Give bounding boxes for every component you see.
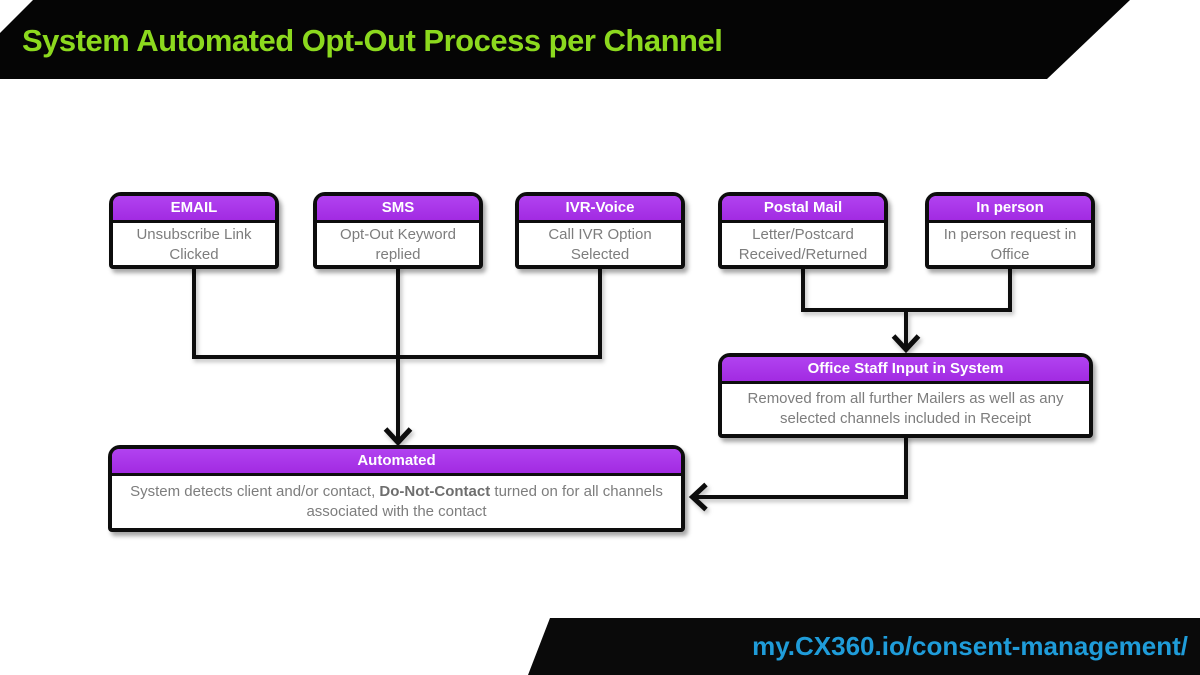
automated-body-prefix: System detects client and/or contact,	[130, 483, 380, 500]
channel-box-email-body: Unsubscribe Link Clicked	[136, 226, 252, 263]
automated-box-body: System detects client and/or contact, Do…	[112, 476, 681, 528]
footer-banner: my.CX360.io/consent-management/	[528, 618, 1200, 675]
channel-box-postal-mail: Postal Mail Letter/Postcard Received/Ret…	[718, 192, 888, 269]
channel-box-email: EMAIL Unsubscribe Link Clicked	[109, 192, 279, 269]
header-banner: System Automated Opt-Out Process per Cha…	[0, 0, 1130, 79]
channel-box-ivr-voice-header: IVR-Voice	[519, 196, 681, 223]
channel-box-in-person-body: In person request in Office	[943, 226, 1077, 263]
channel-box-sms-body: Opt-Out Keyword replied	[340, 226, 456, 263]
automated-box-header: Automated	[112, 449, 681, 476]
channel-box-ivr-voice-body: Call IVR Option Selected	[548, 226, 652, 263]
automated-body-suffix: turned on for all channels associated wi…	[306, 483, 663, 520]
arrowhead-left-automated	[688, 482, 708, 512]
channel-box-postal-mail-body: Letter/Postcard Received/Returned	[738, 226, 868, 263]
automated-body-bold: Do-Not-Contact	[379, 483, 491, 500]
arrowhead-down-automated	[383, 427, 413, 447]
automated-box: Automated System detects client and/or c…	[108, 445, 685, 532]
arrowhead-down-office	[891, 334, 921, 354]
channel-box-sms-header: SMS	[317, 196, 479, 223]
page-title: System Automated Opt-Out Process per Cha…	[22, 22, 723, 58]
channel-box-email-header: EMAIL	[113, 196, 275, 223]
channel-box-in-person: In person In person request in Office	[925, 192, 1095, 269]
footer-url: my.CX360.io/consent-management/	[752, 631, 1188, 661]
channel-box-in-person-header: In person	[929, 196, 1091, 223]
office-staff-box: Office Staff Input in System Removed fro…	[718, 353, 1093, 438]
channel-box-ivr-voice: IVR-Voice Call IVR Option Selected	[515, 192, 685, 269]
channel-box-postal-mail-header: Postal Mail	[722, 196, 884, 223]
channel-box-sms: SMS Opt-Out Keyword replied	[313, 192, 483, 269]
office-staff-box-body: Removed from all further Mailers as well…	[747, 390, 1064, 427]
office-staff-box-header: Office Staff Input in System	[722, 357, 1089, 384]
